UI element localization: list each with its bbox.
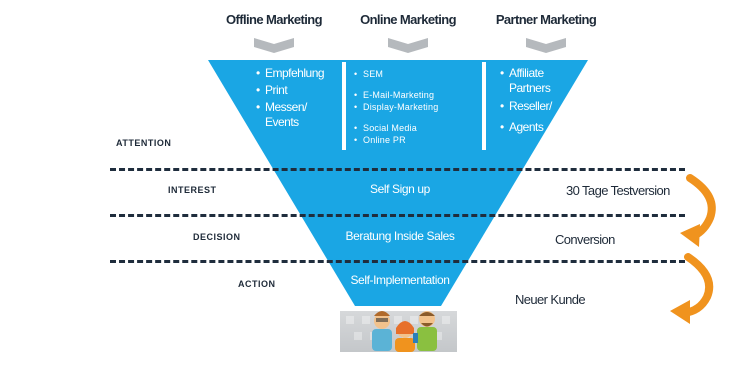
list-item: Print [256,83,340,98]
outcome-testversion: 30 Tage Testversion [566,183,670,198]
chevron-down-icon [526,38,566,53]
curved-arrow-head [670,300,690,324]
partner-marketing-title: Partner Marketing [495,12,597,27]
stage-divider [110,214,685,217]
chevron-down-icon [254,38,294,53]
online-marketing-title: Online Marketing [360,12,456,27]
customers-illustration [372,311,437,352]
list-item: Affiliate Partners [500,66,568,96]
stage-label-decision: DECISION [193,232,241,242]
channel-divider [342,62,346,150]
outcome-neuer-kunde: Neuer Kunde [515,292,586,307]
curved-arrow-head [680,224,700,247]
offline-items: Empfehlung Print Messen/ Events [256,66,340,130]
list-item: Display-Marketing [354,101,484,113]
stage-divider [110,168,685,171]
list-item: Online PR [354,134,484,146]
curved-arrow-icon [680,253,714,317]
list-item: Agents [500,120,568,135]
list-item: E-Mail-Marketing [354,89,484,101]
list-item: SEM [354,68,484,80]
list-item: Reseller/ [500,99,568,114]
partner-items: Affiliate Partners Reseller/ Agents [500,66,568,135]
band-self-implementation: Self-Implementation [350,273,450,287]
stage-label-interest: INTEREST [168,185,217,195]
online-items: SEM E-Mail-Marketing Display-Marketing S… [354,68,484,146]
stage-divider [110,260,685,263]
stage-label-action: ACTION [238,279,276,289]
outcome-conversion: Conversion [555,232,615,247]
chevron-down-icon [388,38,428,53]
curved-arrow-icon [686,174,716,240]
list-item: Messen/ Events [256,100,321,130]
band-self-sign-up: Self Sign up [370,182,430,196]
offline-marketing-title: Offline Marketing [226,12,323,27]
list-item: Empfehlung [256,66,340,81]
channel-divider [482,62,486,150]
stage-label-attention: ATTENTION [116,138,172,148]
list-item: Social Media [354,122,484,134]
band-beratung: Beratung Inside Sales [345,229,455,243]
